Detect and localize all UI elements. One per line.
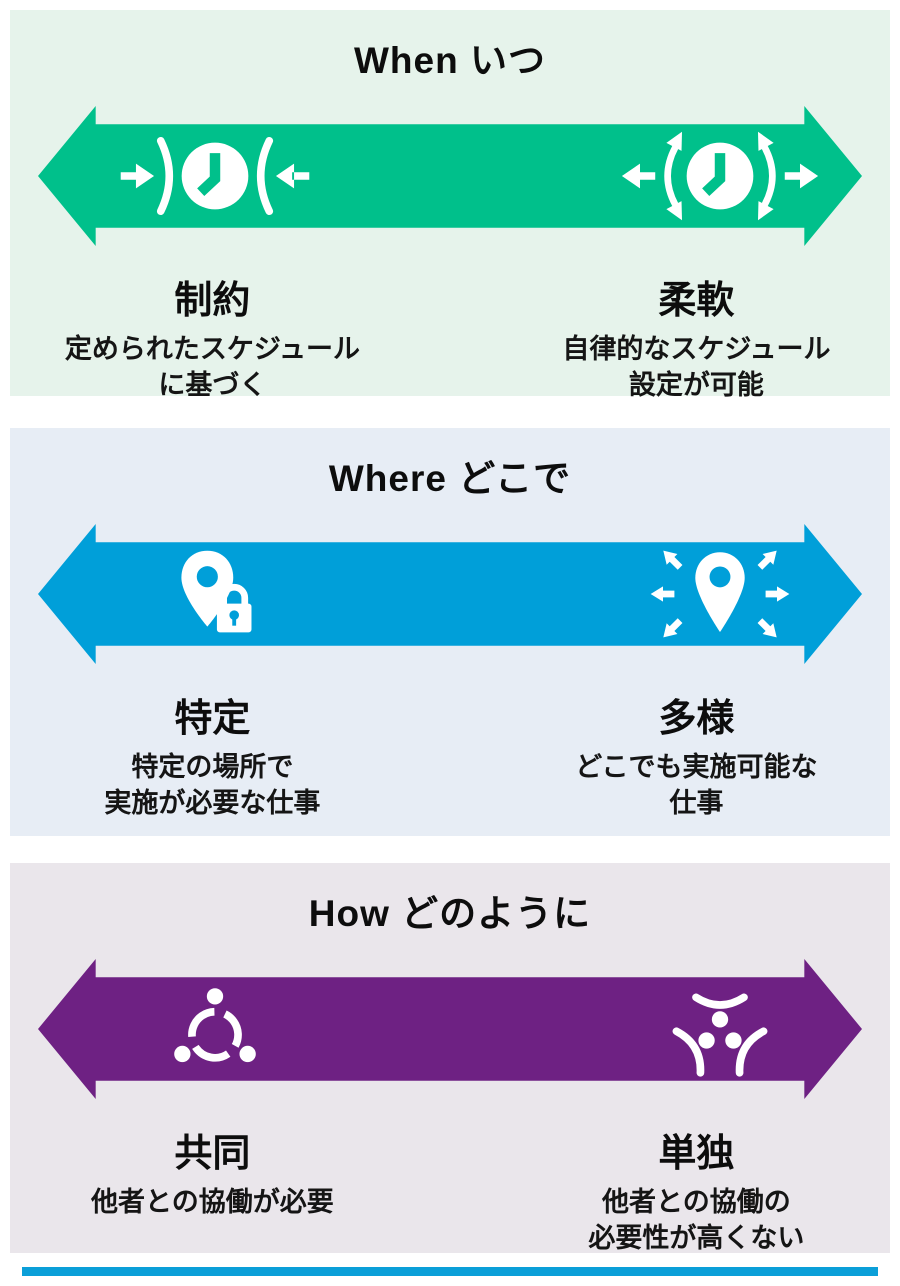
- how-left-desc: 他者との協働が必要: [91, 1186, 334, 1217]
- where-right-label: 多様: [658, 698, 735, 740]
- panel-when-title: When いつ: [354, 40, 546, 81]
- pin-lock-icon: [167, 546, 263, 642]
- where-right-desc: どこでも実施可能な 仕事: [575, 751, 818, 819]
- where-double-arrow: [38, 524, 862, 664]
- how-labels: 共同 他者との協働が必要 単独 他者との協働の 必要性が高くない: [10, 1133, 890, 1257]
- person-solo-icon: [672, 981, 768, 1077]
- when-right-label-group: 柔軟 自律的なスケジュール 設定が可能: [503, 280, 890, 404]
- panel-where-title: Where どこで: [328, 458, 572, 499]
- panel-how-title: How どのように: [308, 893, 592, 934]
- clock-expand-icon: [620, 128, 820, 224]
- when-labels: 制約 定められたスケジュール に基づく 柔軟 自律的なスケジュール 設定が可能: [10, 280, 890, 404]
- when-left-label-group: 制約 定められたスケジュール に基づく: [10, 280, 415, 404]
- clock-compress-icon: [115, 128, 315, 224]
- how-double-arrow: [38, 959, 862, 1099]
- when-right-label: 柔軟: [658, 280, 735, 322]
- how-right-label-group: 単独 他者との協働の 必要性が高くない: [503, 1133, 890, 1257]
- pin-multi-location-icon: [644, 546, 796, 642]
- how-right-desc: 他者との協働の 必要性が高くない: [588, 1186, 805, 1254]
- next-section-bar-partial: [22, 1267, 878, 1276]
- when-right-desc: 自律的なスケジュール 設定が可能: [562, 333, 831, 401]
- when-left-desc: 定められたスケジュール に基づく: [64, 333, 360, 401]
- where-labels: 特定 特定の場所で 実施が必要な仕事 多様 どこでも実施可能な 仕事: [10, 698, 890, 822]
- panel-how: How どのように 共同 他者との協働が必要: [10, 863, 890, 1253]
- when-double-arrow: [38, 106, 862, 246]
- where-left-label-group: 特定 特定の場所で 実施が必要な仕事: [10, 698, 415, 822]
- how-left-label: 共同: [174, 1133, 251, 1175]
- where-left-label: 特定: [174, 698, 251, 740]
- people-group-icon: [167, 981, 263, 1077]
- where-left-desc: 特定の場所で 実施が必要な仕事: [104, 751, 321, 819]
- panel-when: When いつ: [10, 10, 890, 400]
- panel-where: Where どこで: [10, 428, 890, 836]
- when-left-label: 制約: [174, 280, 251, 322]
- where-right-label-group: 多様 どこでも実施可能な 仕事: [503, 698, 890, 822]
- how-right-label: 単独: [658, 1133, 735, 1175]
- how-left-label-group: 共同 他者との協働が必要: [10, 1133, 415, 1257]
